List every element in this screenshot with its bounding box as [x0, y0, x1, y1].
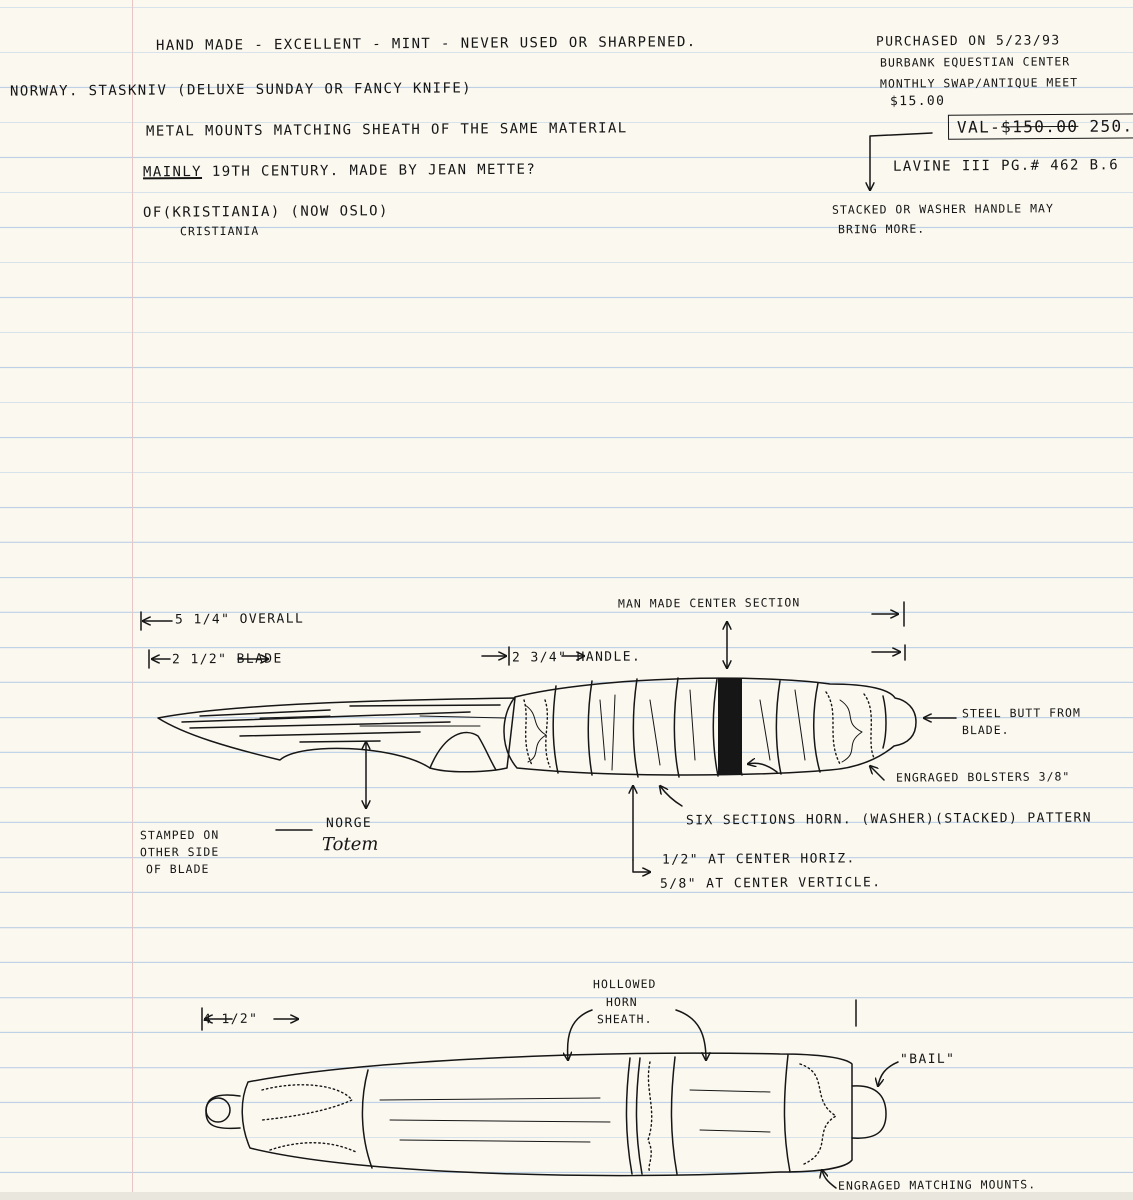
center-section-band [718, 678, 742, 774]
knife-handle-icon [503, 677, 917, 778]
knife-callout-arrows-icon [275, 718, 957, 872]
sheath-dimension-icon [201, 999, 857, 1031]
dimension-arrows-icon [140, 601, 906, 668]
note-arrow-icon [870, 132, 933, 190]
margin-rule [132, 0, 133, 1200]
engraving-dots-icon [523, 691, 875, 768]
sheath-callout-arrows-icon [568, 1009, 899, 1189]
sheath-icon [205, 1052, 887, 1177]
sheath-engraving-icon [261, 1061, 837, 1173]
knife-blade-icon [157, 697, 516, 773]
scan-edge [0, 1192, 1133, 1200]
